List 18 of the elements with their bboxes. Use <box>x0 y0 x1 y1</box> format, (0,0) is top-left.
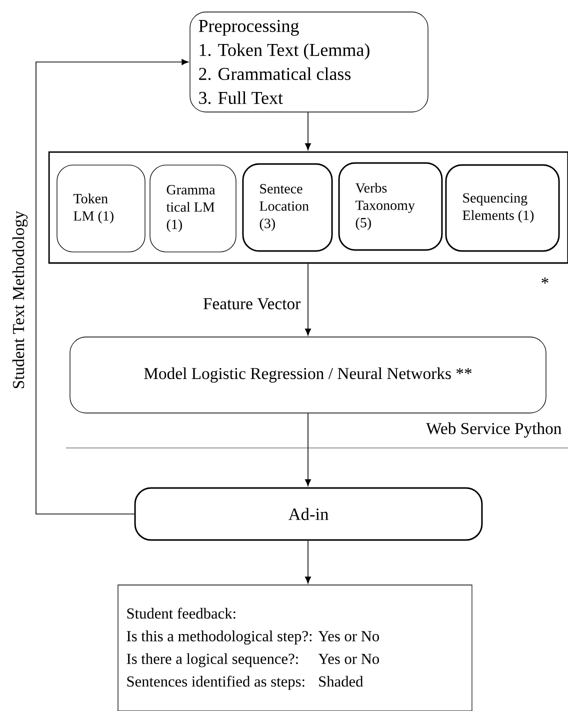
feature-box: Sequencing Elements (1) <box>445 164 560 252</box>
feature-box: Sentece Location (3) <box>242 163 333 252</box>
feature-group-box <box>48 151 568 264</box>
edge-label: Feature Vector <box>202 296 302 311</box>
arrow <box>36 59 189 514</box>
process-box: Ad-in <box>134 487 483 541</box>
feature-box: Verbs Taxonomy (5) <box>338 162 443 251</box>
feature-box: Token LM (1) <box>56 164 146 252</box>
arrow <box>305 540 311 584</box>
feedback-box: Student feedback: Is this a methodological step?: Yes or No Is there a logical sequence?: Yes or No Sentences identified as steps: Shaded <box>118 584 472 711</box>
arrow <box>305 263 311 336</box>
feature-box: Gramma tical LM (1) <box>150 164 236 252</box>
arrow <box>305 412 311 486</box>
edge-label: Student Text Methodology <box>11 209 29 391</box>
arrow <box>305 112 311 150</box>
process-box: Preprocessing 1. Token Text (Lemma) 2. Grammatical class 3. Full Text <box>190 12 428 112</box>
model-box: Model Logistic Regression / Neural Networks ** <box>70 336 546 414</box>
footnote-mark: * <box>542 278 548 284</box>
